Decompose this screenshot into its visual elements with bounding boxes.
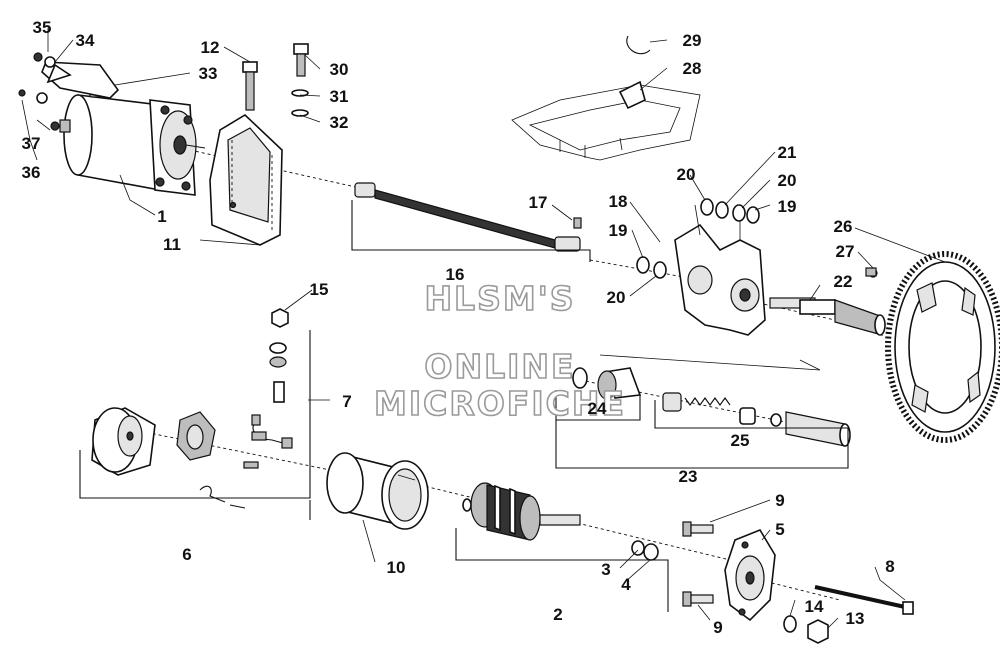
callout-labels: 35 34 33 37 36 1 11 12 30 31 32 17 16 29… xyxy=(22,18,895,637)
callout-20-right: 20 xyxy=(778,171,797,190)
screws-9 xyxy=(682,521,714,607)
motor-housing-10 xyxy=(326,452,429,530)
watermark-line-3: MICROFICHE xyxy=(374,384,626,423)
callout-20-left: 20 xyxy=(607,288,626,307)
bolt-30 xyxy=(291,43,309,117)
armature-2 xyxy=(462,482,659,561)
drive-cable-16 xyxy=(354,182,582,252)
callout-25: 25 xyxy=(731,431,750,450)
callout-1: 1 xyxy=(157,207,166,226)
end-plate-5 xyxy=(724,529,776,622)
callout-22: 22 xyxy=(834,272,853,291)
callout-16: 16 xyxy=(446,265,465,284)
callout-20-top: 20 xyxy=(677,165,696,184)
watermark-line-1: HLSM'S xyxy=(424,279,575,318)
washer-set xyxy=(636,198,760,279)
nut-15 xyxy=(271,308,289,328)
callout-17: 17 xyxy=(529,193,548,212)
callout-13: 13 xyxy=(846,609,865,628)
callout-19-left: 19 xyxy=(609,221,628,240)
group-brackets xyxy=(79,200,849,612)
callout-34: 34 xyxy=(76,31,95,50)
callout-32: 32 xyxy=(330,113,349,132)
watermark: HLSM'S ONLINE MICROFICHE xyxy=(373,278,626,424)
callout-27: 27 xyxy=(836,242,855,261)
mounting-bracket xyxy=(18,52,120,133)
callout-4: 4 xyxy=(621,575,631,594)
drive-housing-18 xyxy=(674,204,766,336)
callout-8: 8 xyxy=(885,557,894,576)
callout-7: 7 xyxy=(342,392,351,411)
mounting-plate-28 xyxy=(511,35,701,161)
nut-13 xyxy=(783,615,829,644)
pinion-shaft-22 xyxy=(769,297,886,336)
ring-gear-26 xyxy=(868,251,1000,443)
bolt-12 xyxy=(242,61,258,111)
leader-lines xyxy=(21,28,946,629)
end-cap-6 xyxy=(91,407,267,509)
callout-3: 3 xyxy=(601,560,610,579)
callout-37: 37 xyxy=(22,134,41,153)
callout-2: 2 xyxy=(553,605,562,624)
screw-27 xyxy=(865,267,877,277)
bendix-drive-23 xyxy=(572,367,851,447)
callout-36: 36 xyxy=(22,163,41,182)
through-bolt-8 xyxy=(814,585,914,615)
callout-31: 31 xyxy=(330,87,349,106)
callout-15: 15 xyxy=(310,280,329,299)
callout-14: 14 xyxy=(805,597,824,616)
callout-28: 28 xyxy=(683,59,702,78)
callout-12: 12 xyxy=(201,38,220,57)
callout-10: 10 xyxy=(387,558,406,577)
callout-19-right: 19 xyxy=(778,197,797,216)
callout-35: 35 xyxy=(33,18,52,37)
callout-29: 29 xyxy=(683,31,702,50)
callout-26: 26 xyxy=(834,217,853,236)
callout-6: 6 xyxy=(182,545,191,564)
callout-24: 24 xyxy=(588,399,607,418)
callout-9-top: 9 xyxy=(775,491,784,510)
brush-set-7 xyxy=(251,312,293,449)
watermark-line-2: ONLINE xyxy=(424,347,575,386)
callout-18: 18 xyxy=(609,192,628,211)
callout-23: 23 xyxy=(679,467,698,486)
callout-11: 11 xyxy=(163,235,181,254)
callout-30: 30 xyxy=(330,60,349,79)
callout-9-bottom: 9 xyxy=(713,618,722,637)
callout-33: 33 xyxy=(199,64,218,83)
callout-21: 21 xyxy=(778,143,797,162)
starter-motor-assembly xyxy=(63,84,206,196)
starter-bracket xyxy=(209,114,283,246)
callout-5: 5 xyxy=(775,520,784,539)
